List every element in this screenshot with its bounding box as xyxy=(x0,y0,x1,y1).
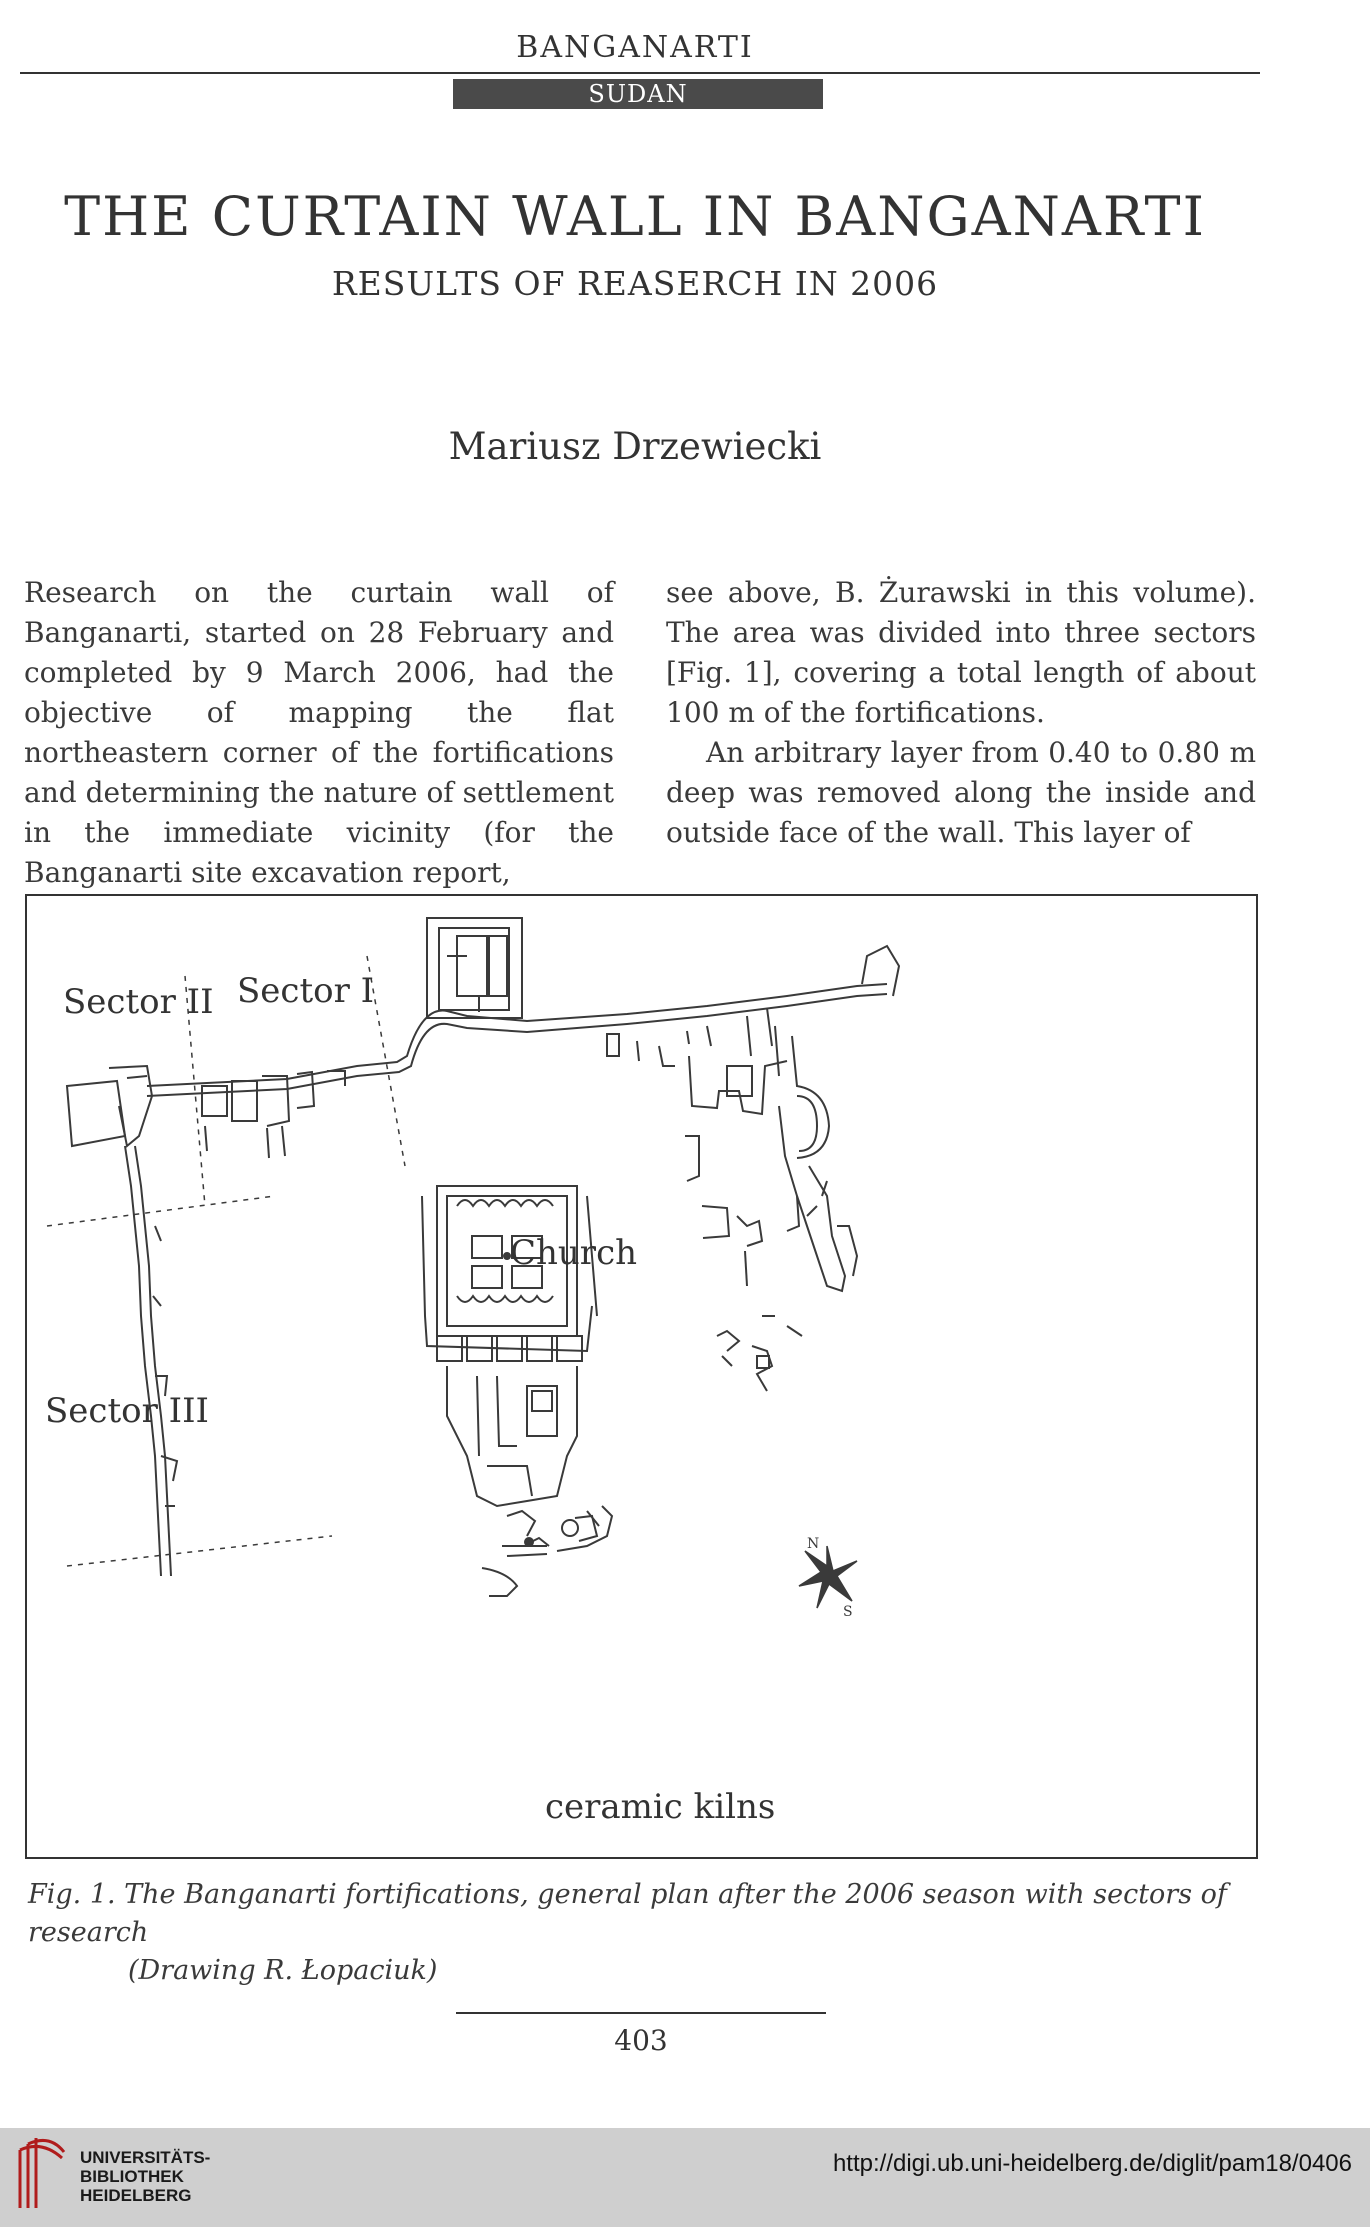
caption-line-2: (Drawing R. Łopaciuk) xyxy=(128,1955,438,1986)
section-bar: SUDAN xyxy=(453,79,823,109)
church-plan xyxy=(421,1185,598,1508)
library-name: UNIVERSITÄTS- BIBLIOTHEK HEIDELBERG xyxy=(80,2148,211,2205)
footer-band xyxy=(0,2128,1370,2227)
compass-star-icon xyxy=(798,1545,858,1609)
label-sector-ii: Sector II xyxy=(63,982,214,1022)
sector-ii-bastion xyxy=(65,1064,346,1159)
sector-dividers xyxy=(46,955,406,1567)
label-north: N xyxy=(807,1536,819,1552)
ceramic-kilns xyxy=(481,1505,614,1597)
label-sector-iii: Sector III xyxy=(45,1391,209,1431)
header-rule xyxy=(20,72,1260,74)
label-south: S xyxy=(843,1604,853,1620)
body-paragraph-2: see above, B. Żurawski in this volume). … xyxy=(666,576,1256,729)
page-number: 403 xyxy=(614,2024,668,2057)
running-head: BANGANARTI xyxy=(516,30,754,65)
label-sector-i: Sector I xyxy=(237,971,374,1011)
curtain-wall-north xyxy=(146,944,901,1097)
label-church: Church xyxy=(510,1233,637,1273)
figure-caption: Fig. 1. The Banganarti fortifications, g… xyxy=(28,1876,1258,1990)
article-title: THE CURTAIN WALL IN BANGANARTI xyxy=(64,185,1206,248)
caption-line-1: Fig. 1. The Banganarti fortifications, g… xyxy=(28,1879,1227,1948)
footer-rule xyxy=(456,2012,826,2014)
curtain-wall-west xyxy=(124,1145,179,1577)
body-left-column: Research on the curtain wall of Banganar… xyxy=(24,573,614,893)
article-subtitle: RESULTS OF REASERCH IN 2006 xyxy=(331,264,939,303)
body-right-column: see above, B. Żurawski in this volume). … xyxy=(666,573,1256,853)
library-logo-icon xyxy=(12,2130,72,2220)
figure-frame: Sector II Sector I Church Sector III cer… xyxy=(25,894,1258,1859)
east-structures xyxy=(685,1025,859,1392)
tower-structure xyxy=(426,917,523,1019)
body-paragraph-3: An arbitrary layer from 0.40 to 0.80 m d… xyxy=(666,736,1256,849)
body-paragraph-1: Research on the curtain wall of Banganar… xyxy=(24,576,614,889)
article-author: Mariusz Drzewiecki xyxy=(448,425,822,468)
label-ceramic-kilns: ceramic kilns xyxy=(545,1787,775,1827)
site-plan-drawing: Sector II Sector I Church Sector III cer… xyxy=(45,917,901,1827)
source-url-link[interactable]: http://digi.ub.uni-heidelberg.de/diglit/… xyxy=(832,2150,1352,2177)
